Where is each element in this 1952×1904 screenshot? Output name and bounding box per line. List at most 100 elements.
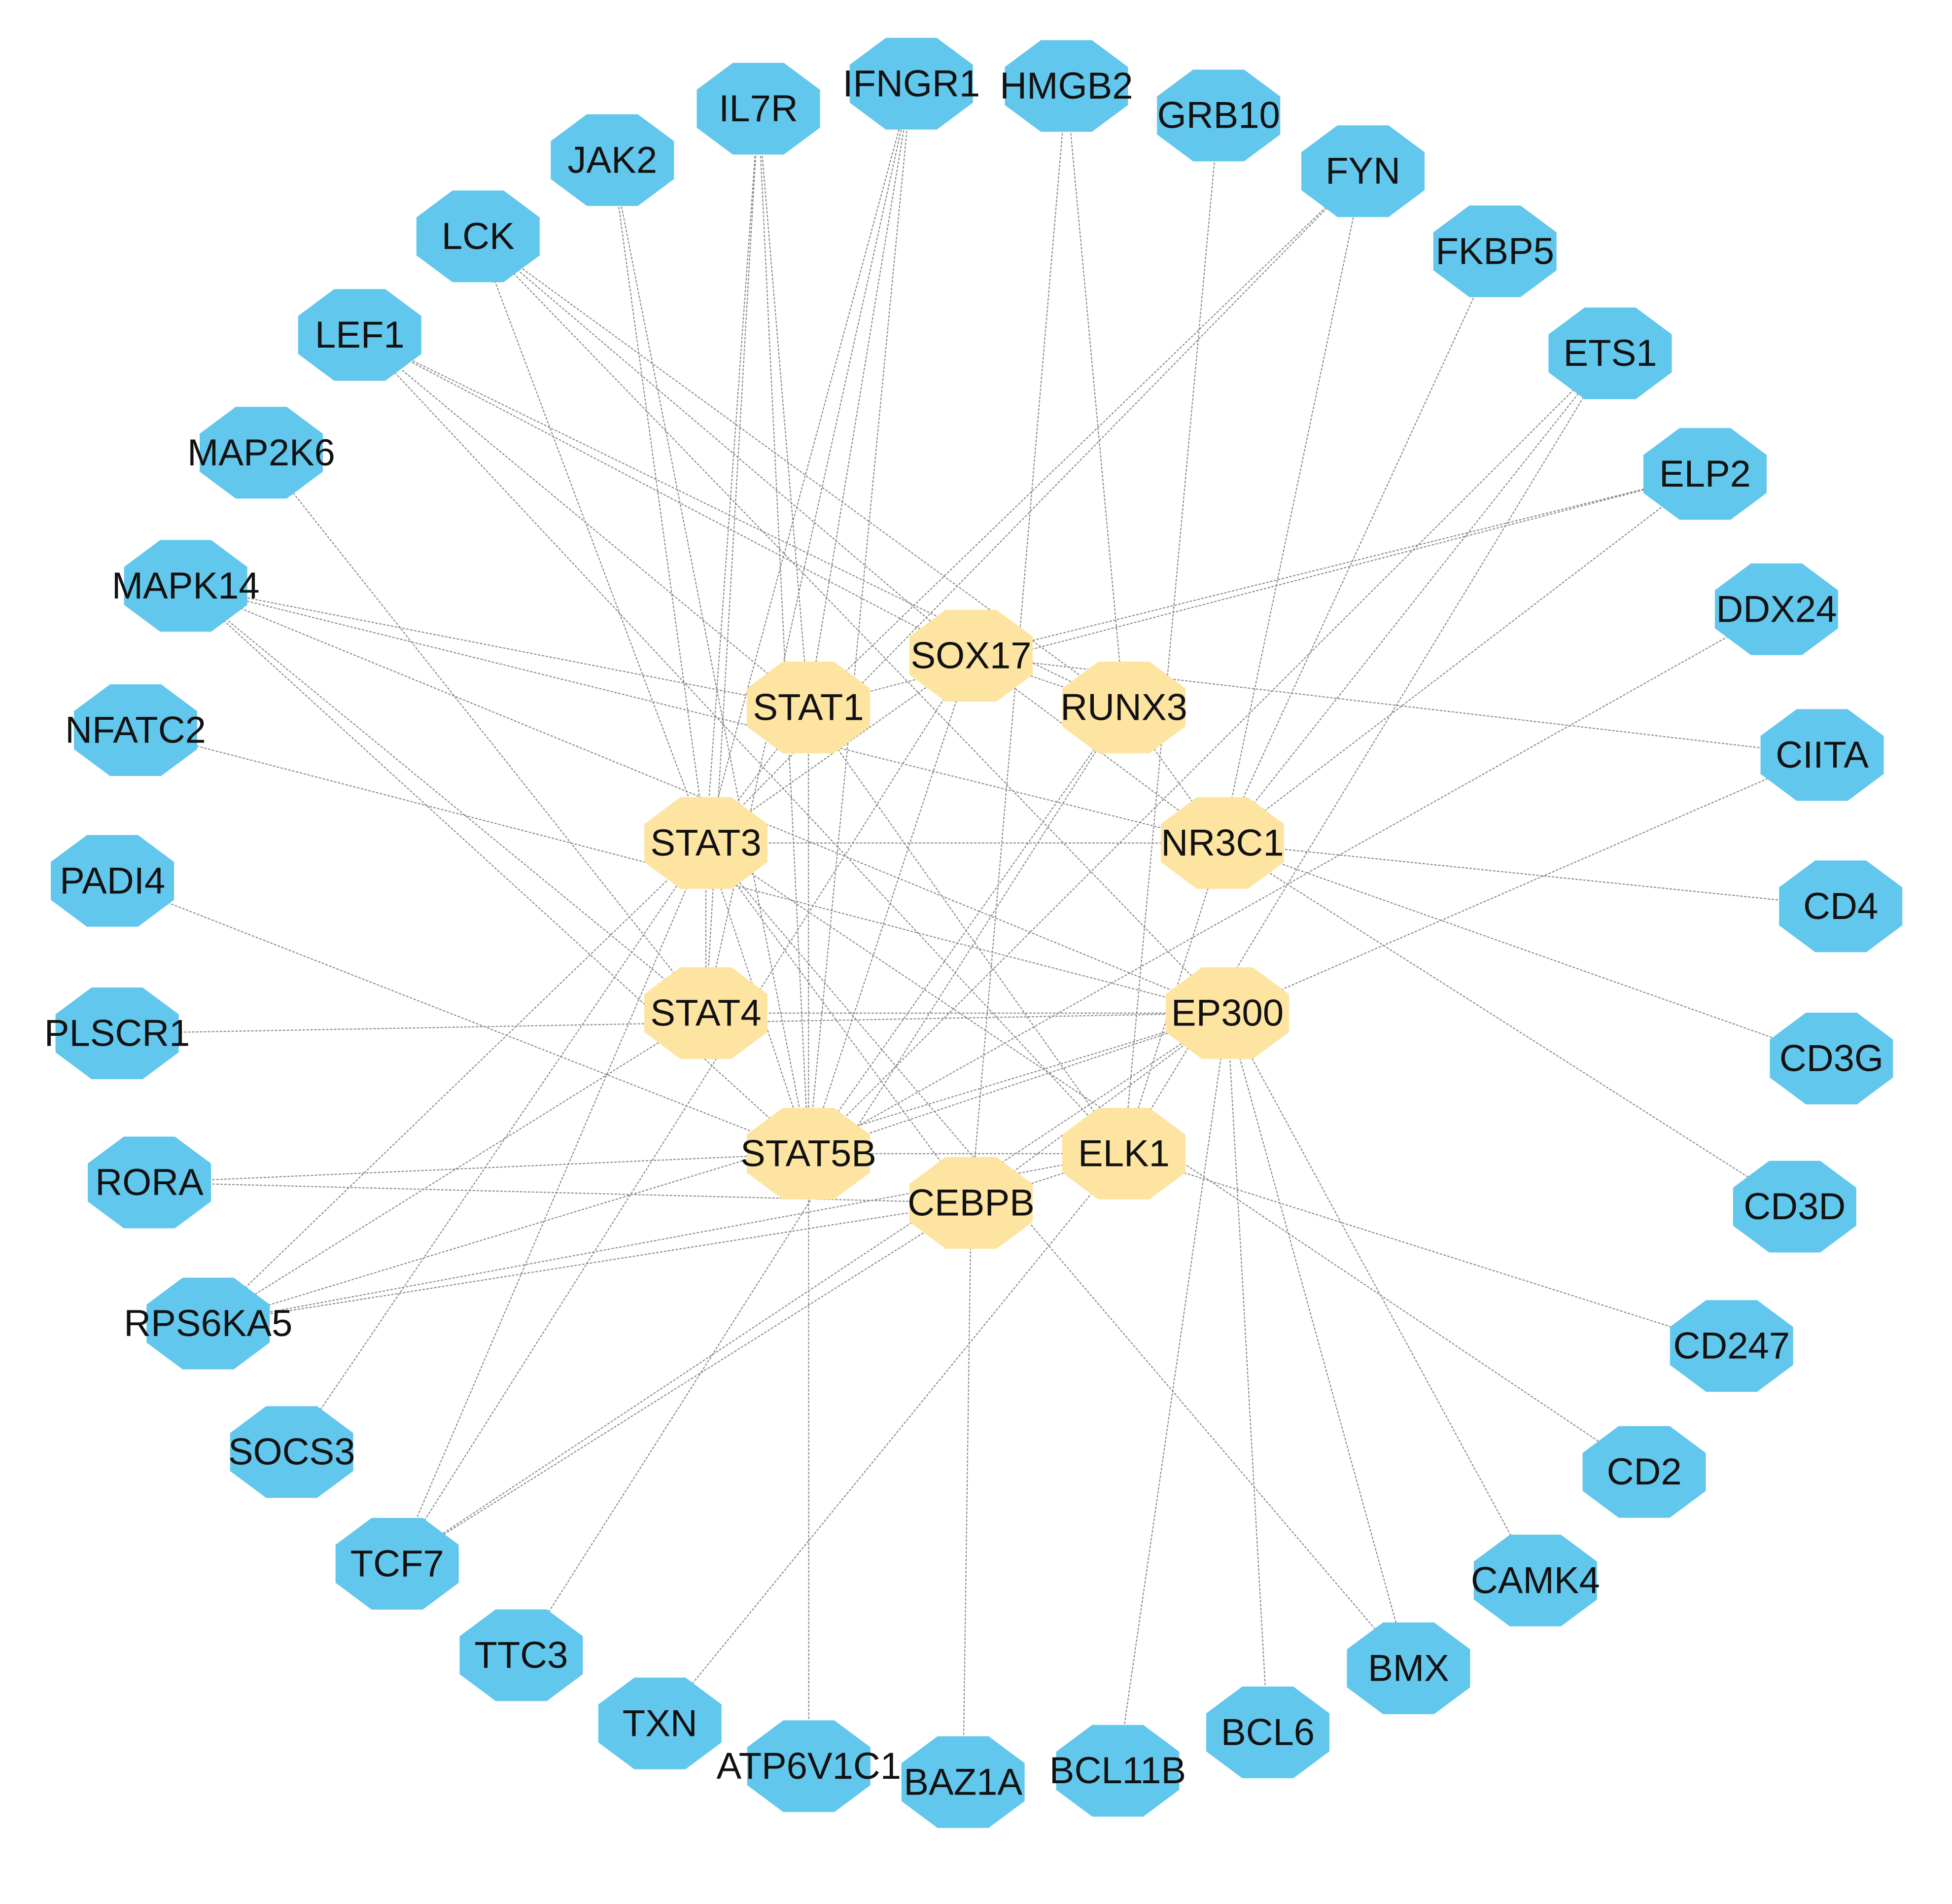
node-label-cd3d: CD3D [1743,1186,1846,1228]
edge-ets1-stat5b [808,353,1611,1154]
node-rora: RORA [88,1136,211,1229]
node-fkbp5: FKBP5 [1433,205,1557,297]
node-label-stat5b: STAT5B [740,1133,876,1175]
node-shape-socs3 [230,1406,353,1498]
node-label-cebpb: CEBPB [907,1182,1035,1224]
node-padi4: PADI4 [51,835,174,927]
node-label-rps6ka5: RPS6KA5 [124,1303,292,1344]
edge-lef1-elk1 [359,334,1124,1154]
node-label-jak2: JAK2 [567,139,657,181]
node-ttc3: TTC3 [459,1609,583,1701]
node-hmgb2: HMGB2 [1000,40,1133,132]
node-stat4: STAT4 [644,967,767,1059]
node-shape-ep300 [1166,967,1289,1059]
node-shape-nfatc2 [74,684,197,776]
node-nfatc2: NFATC2 [65,684,206,776]
edge-bmx-stat3 [705,843,1409,1669]
node-shape-bmx [1347,1622,1470,1714]
edge-mapk14-stat5b [185,585,809,1154]
edge-mapk14-stat4 [185,585,706,1014]
edge-tcf7-cebpb [397,1202,972,1564]
node-cd2: CD2 [1582,1426,1706,1518]
edge-ifngr1-stat3 [705,83,912,844]
node-cd3d: CD3D [1733,1161,1856,1253]
node-plscr1: PLSCR1 [44,987,190,1079]
edge-socs3-stat3 [291,843,706,1452]
edge-ets1-elk1 [1123,353,1611,1154]
node-cd3g: CD3G [1770,1013,1893,1105]
node-shape-cd247 [1670,1300,1793,1392]
edge-lck-ep300 [478,236,1228,1014]
node-label-txn: TXN [623,1702,697,1744]
edge-sox17-stat5b [807,655,972,1154]
node-shape-stat3 [644,797,767,889]
node-label-ep300: EP300 [1171,992,1284,1034]
node-fyn: FYN [1301,125,1425,217]
node-atp6v1c1: ATP6V1C1 [717,1720,901,1812]
edge-cd247-elk1 [1123,1153,1732,1347]
edge-rora-stat5b [149,1153,809,1183]
edge-mapk14-ep300 [185,585,1228,1014]
node-label-bcl6: BCL6 [1221,1711,1315,1753]
edge-stat3-cebpb [705,843,972,1203]
node-shape-runx3 [1062,662,1185,753]
node-cd4: CD4 [1779,860,1903,952]
node-shape-plscr1 [55,987,179,1079]
node-label-plscr1: PLSCR1 [44,1013,190,1055]
node-nr3c1: NR3C1 [1161,797,1284,889]
node-tcf7: TCF7 [335,1517,459,1610]
node-txn: TXN [598,1677,722,1769]
node-shape-elk1 [1062,1108,1185,1199]
node-shape-lck [416,190,540,282]
node-bmx: BMX [1347,1622,1470,1714]
node-cd247: CD247 [1670,1300,1793,1392]
node-label-sox17: SOX17 [910,635,1031,677]
node-jak2: JAK2 [551,114,674,206]
node-lef1: LEF1 [298,289,421,381]
node-shape-jak2 [551,114,674,206]
node-label-ifngr1: IFNGR1 [842,63,980,105]
node-shape-cd3g [1770,1013,1893,1105]
edge-fyn-stat1 [808,171,1363,708]
edge-elp2-stat1 [808,473,1706,708]
node-label-il7r: IL7R [719,88,798,130]
node-mapk14: MAPK14 [112,540,260,632]
node-lck: LCK [416,190,540,282]
edge-lef1-stat1 [359,334,809,708]
edge-elk1-cebpb [971,1153,1124,1204]
edge-atp6v1c1-stat1 [807,707,809,1766]
node-ddx24: DDX24 [1714,563,1838,655]
node-shape-baz1a [901,1736,1025,1828]
node-label-camk4: CAMK4 [1471,1559,1600,1601]
node-label-nr3c1: NR3C1 [1161,822,1284,864]
node-label-ets1: ETS1 [1563,332,1657,374]
node-elp2: ELP2 [1643,428,1767,520]
node-label-map2k6: MAP2K6 [187,432,335,474]
node-socs3: SOCS3 [228,1406,355,1498]
node-label-baz1a: BAZ1A [904,1761,1022,1803]
edge-padi4-stat5b [112,880,809,1155]
node-shape-cd3d [1733,1161,1856,1253]
node-layer: HMGB2GRB10FYNFKBP5ETS1ELP2DDX24CIITACD4C… [44,37,1903,1828]
edge-map2k6-stat4 [261,452,706,1014]
node-shape-txn [598,1677,722,1769]
edge-rps6ka5-stat3 [208,843,706,1324]
node-shape-fyn [1301,125,1425,217]
node-shape-fkbp5 [1433,205,1557,297]
node-cebpb: CEBPB [907,1157,1035,1249]
node-shape-cd2 [1582,1426,1706,1518]
node-shape-grb10 [1157,70,1281,162]
node-shape-camk4 [1473,1534,1597,1626]
edge-ets1-nr3c1 [1222,353,1611,844]
node-label-ttc3: TTC3 [474,1634,568,1676]
edge-rps6ka5-elk1 [208,1153,1124,1324]
node-sox17: SOX17 [909,610,1033,702]
edge-tcf7-ep300 [397,1013,1228,1564]
edge-rps6ka5-cebpb [208,1202,972,1324]
edge-bcl6-ep300 [1226,1013,1269,1732]
edge-rps6ka5-ep300 [208,1012,1228,1324]
edge-ifngr1-stat5b [807,83,912,1154]
node-label-stat4: STAT4 [650,992,761,1034]
node-label-fkbp5: FKBP5 [1435,230,1554,272]
edge-hmgb2-runx3 [1066,86,1125,708]
